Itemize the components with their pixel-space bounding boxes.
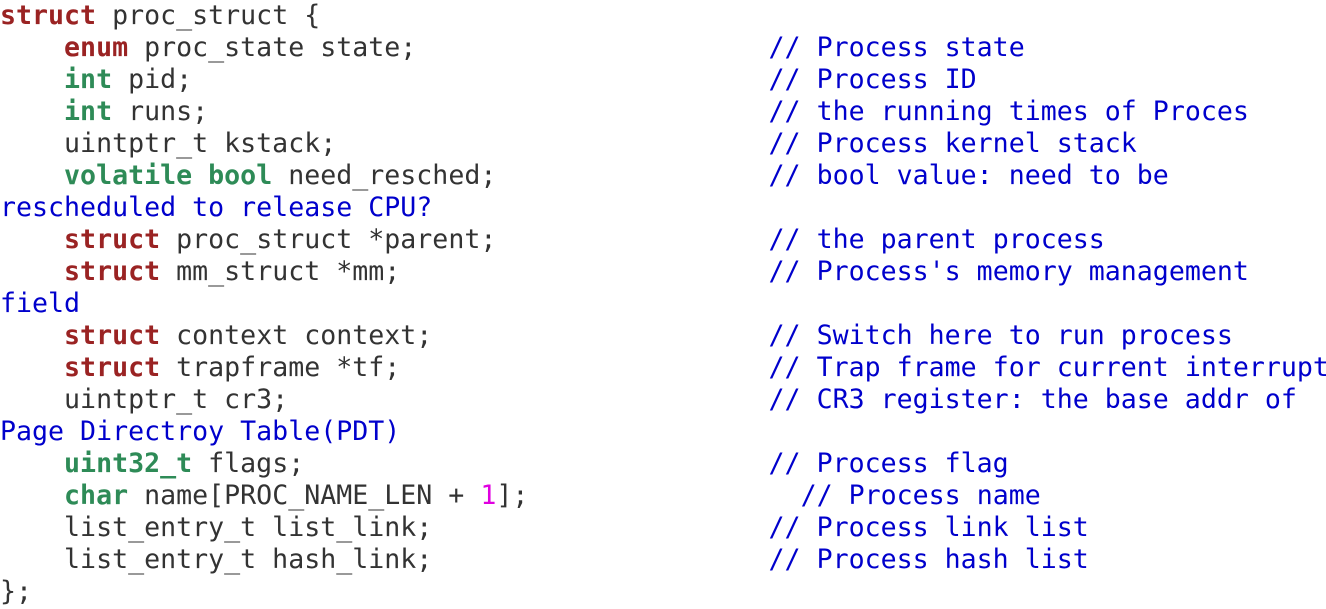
comment: // Process link list: [768, 512, 1089, 543]
code-line: field: [0, 288, 1326, 320]
comment: // Process ID: [768, 64, 977, 95]
code-text: [0, 32, 64, 63]
code-text: [0, 352, 64, 383]
code-text: pid;: [112, 64, 769, 95]
code-text: [0, 96, 64, 127]
code-line: list_entry_t hash_link; // Process hash …: [0, 544, 1326, 576]
comment: // Process state: [768, 32, 1025, 63]
type-keyword: bool: [208, 160, 273, 191]
comment: // Process hash list: [768, 544, 1089, 575]
code-line: volatile bool need_resched; // bool valu…: [0, 160, 1326, 192]
code-line: };: [0, 576, 1326, 608]
comment: // Process name: [800, 480, 1041, 511]
comment: Page Directroy Table(PDT): [0, 416, 401, 447]
keyword: enum: [64, 32, 129, 63]
code-text: uintptr_t kstack;: [0, 128, 769, 159]
comment: // Trap frame for current interrupt: [768, 352, 1326, 383]
code-text: context context;: [160, 320, 769, 351]
keyword: struct: [0, 0, 97, 31]
comment: // the running times of Proces: [768, 96, 1249, 127]
type-keyword: uint32_t: [64, 448, 193, 479]
code-text: flags;: [192, 448, 769, 479]
code-text: list_entry_t list_link;: [0, 512, 769, 543]
comment: field: [0, 288, 81, 319]
code-line: uint32_t flags; // Process flag: [0, 448, 1326, 480]
code-text: };: [0, 576, 33, 607]
comment: rescheduled to release CPU?: [0, 192, 433, 223]
code-text: runs;: [112, 96, 769, 127]
code-text: trapframe *tf;: [160, 352, 769, 383]
code-text: uintptr_t cr3;: [0, 384, 769, 415]
code-text: name[PROC_NAME_LEN +: [128, 480, 481, 511]
code-line: int runs; // the running times of Proces: [0, 96, 1326, 128]
code-line: enum proc_state state; // Process state: [0, 32, 1326, 64]
keyword: struct: [64, 256, 161, 287]
code-text: [0, 448, 64, 479]
code-text: [0, 224, 64, 255]
comment: // CR3 register: the base addr of: [768, 384, 1297, 415]
comment: // Process flag: [768, 448, 1009, 479]
code-text: [0, 160, 64, 191]
code-line: struct context context; // Switch here t…: [0, 320, 1326, 352]
code-line: list_entry_t list_link; // Process link …: [0, 512, 1326, 544]
type-keyword: char: [64, 480, 129, 511]
code-text: proc_struct {: [96, 0, 321, 31]
code-line: uintptr_t kstack; // Process kernel stac…: [0, 128, 1326, 160]
type-keyword: int: [64, 96, 113, 127]
code-text: proc_state state;: [128, 32, 769, 63]
keyword: struct: [64, 320, 161, 351]
code-line: struct proc_struct *parent; // the paren…: [0, 224, 1326, 256]
type-keyword: volatile: [64, 160, 193, 191]
code-line: char name[PROC_NAME_LEN + 1]; // Process…: [0, 480, 1326, 512]
keyword: struct: [64, 352, 161, 383]
comment: // Process kernel stack: [768, 128, 1137, 159]
code-line: struct trapframe *tf; // Trap frame for …: [0, 352, 1326, 384]
code-text: [0, 320, 64, 351]
code-line: struct proc_struct {: [0, 0, 1326, 32]
code-text: need_resched;: [272, 160, 769, 191]
code-text: [192, 160, 208, 191]
code-text: [0, 64, 64, 95]
number-literal: 1: [480, 480, 497, 511]
code-text: mm_struct *mm;: [160, 256, 769, 287]
keyword: struct: [64, 224, 161, 255]
code-line: struct mm_struct *mm; // Process's memor…: [0, 256, 1326, 288]
comment: // Process's memory management: [768, 256, 1249, 287]
code-text: list_entry_t hash_link;: [0, 544, 769, 575]
comment: // Switch here to run process: [768, 320, 1233, 351]
type-keyword: int: [64, 64, 113, 95]
code-text: ];: [496, 480, 801, 511]
code-line: Page Directroy Table(PDT): [0, 416, 1326, 448]
code-line: rescheduled to release CPU?: [0, 192, 1326, 224]
code-line: int pid; // Process ID: [0, 64, 1326, 96]
code-text: [0, 480, 64, 511]
comment: // the parent process: [768, 224, 1105, 255]
code-text: proc_struct *parent;: [160, 224, 769, 255]
code-line: uintptr_t cr3; // CR3 register: the base…: [0, 384, 1326, 416]
comment: // bool value: need to be: [768, 160, 1169, 191]
code-text: [0, 256, 64, 287]
